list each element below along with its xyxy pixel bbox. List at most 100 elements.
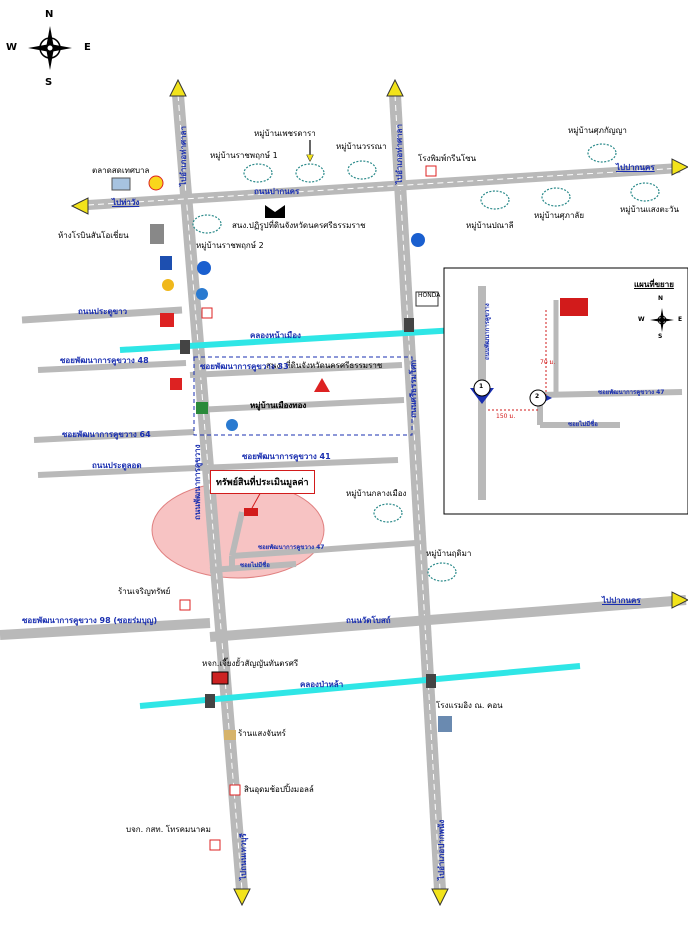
bank-icon: [162, 279, 174, 291]
road-label-sri-thammasok: ถนนศรีธรรมโศก: [409, 359, 418, 418]
label-ping-mall: สินอุดมช้อปปิ้งมอลล์: [244, 785, 314, 794]
road-label-v-right-bottom: ไปอำเภอปากพนัง: [437, 819, 446, 880]
road-label-soi98: ซอยพัฒนาการคูขวาง 98 (ซอยร่มบุญ): [22, 616, 158, 625]
label-provincial-land: สนง. ที่ดินจังหวัดนครศรีธรรมราช: [266, 361, 383, 370]
label-village-rudima: หมู่บ้านฤดิมา: [426, 549, 472, 558]
inset-distance-70: 70 ม.: [540, 359, 556, 366]
honda-icon: [415, 291, 439, 307]
road-soi48: [37, 360, 187, 373]
road-pratu-khao: [21, 306, 183, 324]
road-label-v-right-top: ไปอำเภอท่าศาลา: [395, 124, 404, 184]
label-dept-store: ห้างโรบินสันโอเชี่ยน: [58, 231, 129, 240]
inset-subject-marker: [560, 298, 588, 316]
village-icon: [427, 562, 457, 582]
label-hardware: หจก.เจี๊ยงยั้วสัญญันทันตรศรี: [202, 659, 299, 668]
inset-compass: [650, 308, 674, 332]
market-icon: [111, 177, 131, 191]
label-village-pannasi: หมู่บ้านปณาลี: [466, 221, 514, 230]
inset-compass-n: N: [658, 295, 664, 302]
arrow-icon: [671, 591, 688, 609]
road-label-soi48: ซอยพัฒนาการคูขวาง 48: [60, 356, 149, 365]
compass-s: S: [45, 77, 53, 88]
road-soi47: [231, 540, 417, 559]
label-village-wanna: หมู่บ้านวรรณา: [336, 142, 387, 151]
road-soi41: [197, 457, 399, 471]
inset-marker-1-label: 1: [479, 383, 484, 390]
hotel-icon: [438, 716, 452, 732]
garuda-emblem-icon: [314, 378, 330, 392]
road-label-pak-nakhon: ถนนปากนคร: [254, 187, 300, 196]
arrow-icon: [386, 78, 404, 97]
inset-road-soi-noname: ซอยไม่มีชื่อ: [568, 421, 598, 428]
village-icon: [541, 187, 571, 207]
road-label-soi64: ซอยพัฒนาการคูขวาง 64: [62, 430, 151, 439]
direction-label-pak-nakhon-top: ไปปากนคร: [616, 163, 655, 172]
shell-icon: [148, 175, 164, 191]
mcdonalds-icon: [170, 378, 182, 390]
road-soi-noname-2: [209, 561, 297, 573]
label-land-office: สนง.ปฏิรูปที่ดินจังหวัดนครศรีธรรมราช: [232, 221, 366, 230]
arrow-icon: [169, 78, 187, 97]
gas-station-icon: [197, 261, 211, 275]
road-soi33: [189, 362, 403, 378]
village-icon: [587, 143, 617, 163]
road-label-soi-noname: ซอยไม่มีชื่อ: [240, 562, 270, 569]
government-office-icon: [265, 205, 285, 218]
road-label-v-left-top: ไปอำเภอท่าศาลา: [179, 126, 188, 186]
label-shop-charoensap: ร้านเจริญทรัพย์: [118, 587, 171, 596]
village-boundary: [193, 356, 413, 436]
road-wat-lopsat: [209, 595, 687, 642]
inset-road-soi47: ซอยพัฒนาการคูขวาง 47: [598, 389, 665, 396]
label-hotel: โรงแรมอิง ณ. คอน: [436, 701, 503, 710]
department-store-icon: [150, 224, 164, 244]
gas-station-icon: [160, 313, 174, 327]
inset-compass-e: E: [678, 316, 683, 323]
arrow-icon: [70, 197, 89, 215]
compass-n: N: [45, 9, 54, 20]
bridge-icon: [205, 694, 215, 708]
direction-label-tha-wang: ไปท่าวัง: [112, 198, 140, 207]
post-icon: [201, 307, 213, 319]
bank-icon: [196, 288, 208, 300]
label-village-saengtawan: หมู่บ้านแสงตะวัน: [620, 205, 679, 214]
inset-compass-w: W: [638, 316, 645, 323]
inset-title: แผนที่ขยาย: [634, 280, 674, 289]
road-label-soi41: ซอยพัฒนาการคูขวาง 41: [242, 452, 331, 461]
bridge-icon: [180, 340, 190, 354]
direction-label-pak-nakhon-mid: ไปปากนคร: [602, 596, 641, 605]
label-village-phetdara: หมู่บ้านเพชรดารา: [254, 129, 316, 138]
road-end-arrows: [70, 78, 688, 907]
bank-icon: [160, 256, 172, 270]
road-soi64: [33, 429, 195, 443]
label-village-supalai: หมู่บ้านศุภาลัย: [534, 211, 585, 220]
label-telecom: บจก. กสท. โทรคมนาคม: [126, 825, 211, 834]
canal-na-muang: [119, 325, 491, 353]
label-market: ตลาดสดเทศบาล: [92, 166, 150, 175]
arrow-icon: [233, 888, 251, 907]
shop-icon: [179, 599, 191, 611]
label-village-klangmuang: หมู่บ้านกลางเมือง: [346, 489, 407, 498]
compass-w: W: [6, 42, 18, 53]
hardware-store-icon: [211, 671, 229, 685]
label-village-rajaphruk1: หมู่บ้านราชพฤกษ์ 1: [210, 151, 278, 160]
village-icon: [630, 182, 660, 202]
village-icon: [480, 190, 510, 210]
inset-map: [443, 267, 688, 515]
label-village-kunya: หมู่บ้านศุภกัญญา: [568, 126, 627, 135]
canal-label-na-muang: คลองหน้าเมือง: [250, 331, 301, 340]
road-label-v-left-bottom: ไปถนนเทวบุรี: [239, 833, 248, 880]
road-muangthong: [195, 397, 405, 413]
road-label-pattanakan: ถนนพัฒนาการคูขวาง: [193, 444, 202, 520]
inset-road-main: ถนนพัฒนาการคูขวาง: [484, 303, 491, 360]
village-icon: [373, 503, 403, 523]
label-village-rajaphruk2: หมู่บ้านราชพฤกษ์ 2: [196, 241, 264, 250]
compass-e: E: [84, 42, 91, 53]
landmark-icons: [111, 140, 452, 851]
compass-rose: [28, 26, 72, 70]
canal-label-pa-la: คลองป่าหล้า: [300, 680, 344, 689]
label-village-muangthong: หมู่บ้านเมืองทอง: [250, 401, 307, 410]
inset-marker-2-label: 2: [535, 393, 540, 400]
shop-icon: [224, 730, 236, 740]
subject-property-marker: [244, 508, 258, 516]
